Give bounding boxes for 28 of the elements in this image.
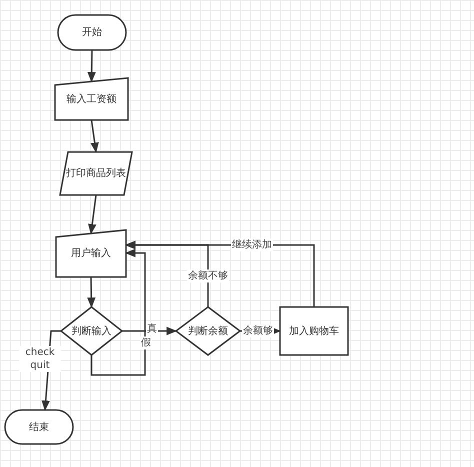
node-label: 加入购物车 xyxy=(288,324,340,338)
terminal-node xyxy=(58,15,126,50)
arrow xyxy=(88,194,97,235)
edge-label: 真 xyxy=(146,322,158,336)
terminal-node xyxy=(5,410,73,444)
node-label: 判断输入 xyxy=(70,324,112,338)
manual-input-node xyxy=(56,230,126,277)
arrow xyxy=(87,276,96,308)
edge-label: check quit xyxy=(19,346,61,372)
edge-label: 继续添加 xyxy=(231,238,273,252)
edge-label: 假 xyxy=(140,336,152,350)
node-label: 用户输入 xyxy=(70,247,112,260)
edge-label: 余额不够 xyxy=(187,270,229,282)
arrow xyxy=(122,326,178,336)
node-label: 输入工资额 xyxy=(66,92,118,106)
node-label: 开始 xyxy=(81,26,103,39)
process-box xyxy=(280,307,348,355)
node-label: 打印商品列表 xyxy=(65,167,127,180)
manual-input-node xyxy=(55,78,128,120)
data-parallelogram xyxy=(60,152,132,195)
decision-diamond xyxy=(176,307,240,355)
node-label: 结束 xyxy=(28,420,50,434)
node-label: 判断余额 xyxy=(187,324,229,338)
decision-diamond xyxy=(61,307,122,355)
arrow xyxy=(90,120,99,154)
arrow xyxy=(90,248,146,376)
arrow xyxy=(87,50,96,83)
edge-label: 余额够 xyxy=(242,324,274,338)
